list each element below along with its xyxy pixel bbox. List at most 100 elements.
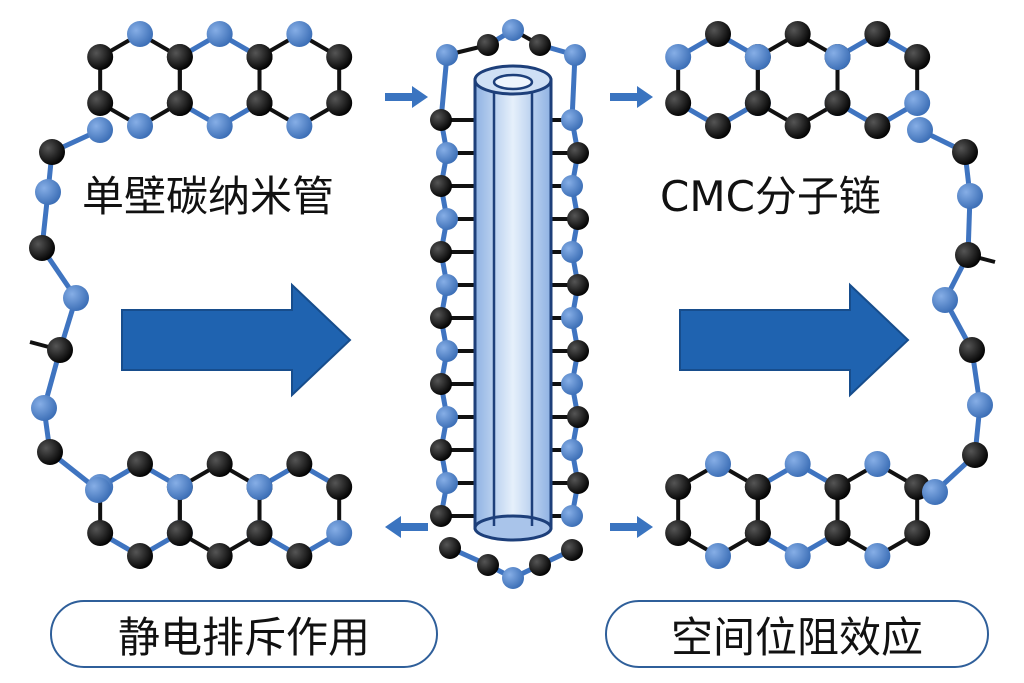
atom-black [567, 406, 589, 428]
atom-blue [705, 451, 731, 477]
atom-black [567, 208, 589, 230]
tube-bottom [473, 514, 553, 542]
atom-black [955, 242, 981, 268]
atom-black [326, 474, 353, 500]
big-arrow-right [679, 282, 910, 398]
atom-black [744, 474, 771, 500]
atom-blue [705, 543, 731, 569]
small-arrow-top-right [610, 86, 653, 108]
atom-black [567, 340, 589, 362]
atom-black [246, 44, 273, 70]
atom-black [37, 439, 63, 465]
atom-blue [561, 175, 583, 197]
atom-black [166, 44, 193, 70]
atom-black [87, 44, 114, 70]
atom-blue [166, 474, 193, 500]
atom-black [127, 451, 153, 477]
atom-black [904, 520, 931, 546]
atom-black [665, 90, 692, 116]
atom-blue [31, 395, 57, 421]
atom-black [430, 373, 452, 395]
atom-black [326, 90, 353, 116]
atom-black [824, 474, 851, 500]
atom-black [567, 274, 589, 296]
atom-black [665, 474, 692, 500]
atom-black [705, 113, 731, 139]
atom-blue [967, 392, 993, 418]
atom-blue [665, 44, 692, 70]
atom-blue [561, 505, 583, 527]
atom-black [784, 21, 811, 47]
atom-blue [904, 90, 931, 116]
small-arrow-top-left [385, 86, 428, 108]
atom-black [166, 90, 193, 116]
atom-blue [206, 113, 233, 139]
atom-black [529, 34, 551, 56]
atom-black [39, 139, 65, 165]
atom-blue [864, 543, 891, 569]
swcnt-label: 单壁碳纳米管 [82, 172, 335, 221]
atom-black [286, 543, 313, 569]
atom-blue [561, 307, 583, 329]
atom-black [784, 113, 811, 139]
atom-blue [85, 477, 111, 503]
atom-blue [561, 439, 583, 461]
atom-blue [286, 21, 313, 47]
atom-blue [864, 451, 891, 477]
atom-blue [63, 285, 89, 311]
atom-black [561, 539, 583, 561]
atom-blue [436, 340, 458, 362]
atom-blue [922, 479, 948, 505]
atom-black [439, 537, 461, 559]
atom-black [206, 543, 233, 569]
atom-black [477, 554, 499, 576]
atom-black [286, 451, 313, 477]
atom-blue [824, 44, 851, 70]
atom-black [744, 520, 771, 546]
atom-black [824, 520, 851, 546]
atoms [29, 19, 993, 589]
atom-black [87, 90, 114, 116]
atom-black [864, 21, 891, 47]
atom-blue [87, 117, 113, 143]
atom-black [529, 554, 551, 576]
atom-black [246, 520, 273, 546]
atom-black [430, 439, 452, 461]
atom-blue [502, 567, 524, 589]
atom-blue [436, 472, 458, 494]
atom-black [952, 139, 978, 165]
atom-blue [206, 21, 233, 47]
atom-blue [561, 373, 583, 395]
electrostatic-repulsion-label: 静电排斥作用 [50, 600, 438, 668]
tube-body [473, 78, 553, 530]
atom-blue [35, 179, 61, 205]
atom-black [166, 520, 193, 546]
atom-blue [561, 109, 583, 131]
atom-blue [784, 543, 811, 569]
atom-blue [436, 208, 458, 230]
atom-blue [436, 406, 458, 428]
small-arrow-bottom-right [610, 516, 653, 538]
atom-blue [932, 287, 958, 313]
steric-hindrance-label: 空间位阻效应 [605, 600, 989, 668]
atom-black [665, 520, 692, 546]
atom-black [477, 34, 499, 56]
atom-blue [436, 142, 458, 164]
big-arrow-left [121, 282, 352, 398]
atom-blue [564, 44, 586, 66]
atom-blue [561, 241, 583, 263]
atom-black [959, 337, 985, 363]
atom-black [744, 90, 771, 116]
atom-blue [127, 21, 153, 47]
atom-black [567, 472, 589, 494]
atom-black [29, 235, 55, 261]
atom-black [705, 21, 731, 47]
atom-blue [784, 451, 811, 477]
atom-black [326, 44, 353, 70]
atom-black [47, 337, 73, 363]
atom-black [127, 543, 153, 569]
arrows [121, 86, 910, 538]
atom-black [87, 520, 114, 546]
